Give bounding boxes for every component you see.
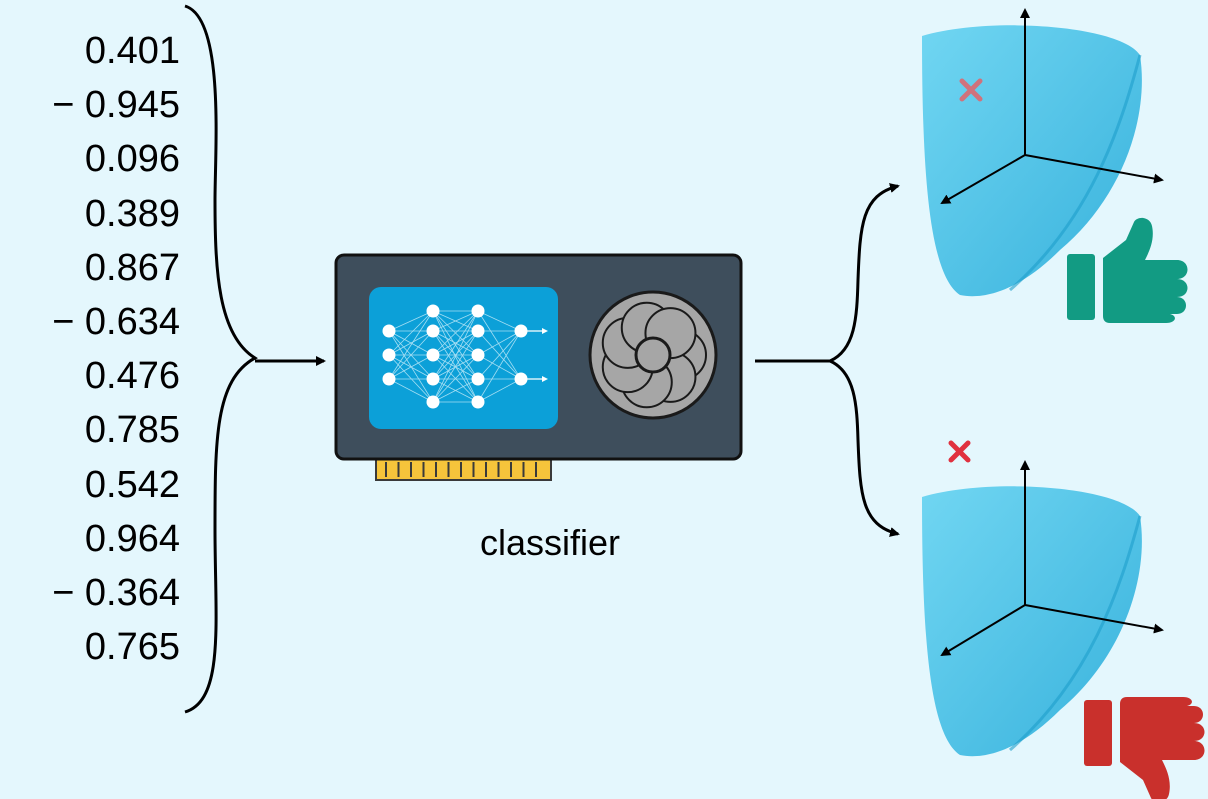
classifier-card	[334, 253, 743, 481]
vector-value: 0.785	[84, 409, 180, 452]
vector-value: − 0.945	[52, 84, 180, 127]
input-vector: 0.401 − 0.945 0.096 0.389 0.867 − 0.634 0.476 0…	[0, 24, 180, 674]
surface-plot-rejected	[922, 440, 1164, 757]
thumbs-down-icon	[1084, 697, 1205, 799]
point-marker	[959, 78, 983, 102]
vector-value: 0.401	[84, 30, 180, 72]
vector-value: 0.765	[84, 626, 180, 669]
vector-value: 0.867	[84, 246, 180, 289]
vector-value: 0.389	[84, 192, 180, 235]
vector-value: 0.964	[84, 517, 180, 560]
input-bracket	[184, 4, 258, 714]
vector-value: 0.096	[84, 138, 180, 181]
fan-icon	[588, 290, 718, 420]
vector-value: − 0.634	[52, 300, 180, 343]
vector-value: 0.542	[84, 463, 180, 506]
output-arrow-down	[829, 359, 900, 537]
axis-x	[1024, 154, 1164, 184]
vector-value: 0.476	[84, 355, 180, 398]
thumbs-up-icon	[1067, 217, 1188, 323]
axis-y	[940, 154, 1026, 205]
neural-network-panel	[369, 287, 558, 429]
vector-value: − 0.364	[52, 571, 180, 614]
neural-network-icon	[382, 304, 548, 409]
output-arrow-up	[829, 183, 900, 363]
card-connector	[375, 457, 552, 481]
surface-plot-accepted	[922, 8, 1164, 297]
classifier-label: classifier	[479, 522, 621, 563]
axis-y	[940, 604, 1026, 657]
connector-pins	[385, 462, 537, 477]
point-marker	[948, 440, 971, 463]
axis-x	[1024, 604, 1164, 634]
